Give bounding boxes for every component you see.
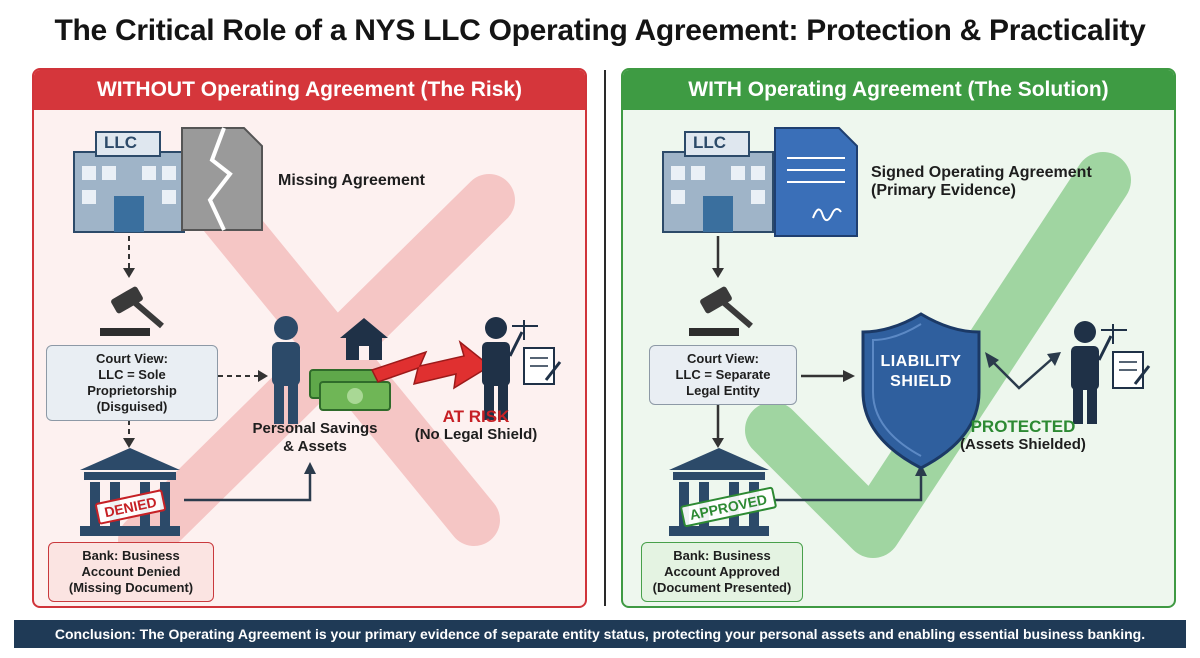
big-check-icon [745,152,1131,558]
panel-with-agreement: WITH Operating Agreement (The Solution) [621,68,1176,608]
risk-arrow-icon [370,339,492,390]
house-icon [340,318,388,360]
personal-assets-label: Personal Savings & Assets [252,420,378,455]
liability-shield-icon [861,312,981,470]
building-sign: LLC [693,133,727,152]
at-risk-label: AT RISK (No Legal Shield) [414,407,538,444]
panel-header-solution: WITH Operating Agreement (The Solution) [623,70,1174,110]
lawyer-icon [1071,321,1151,424]
signed-agreement-label: Signed Operating Agreement (Primary Evid… [871,164,1092,199]
shield-text: LIABILITY SHIELD [880,353,962,390]
conclusion-banner: Conclusion: The Operating Agreement is y… [14,620,1186,648]
gavel-icon [689,286,753,336]
panel-header-risk: WITHOUT Operating Agreement (The Risk) [34,70,585,110]
court-view-box: Court View: LLC = Sole Proprietorship (D… [46,345,218,421]
panel-divider [604,70,606,606]
building-sign: LLC [104,133,138,152]
bank-approved-box: Bank: Business Account Approved (Documen… [641,542,803,602]
protected-label: PROTECTED (Assets Shielded) [960,417,1086,454]
person-icon [272,316,300,424]
torn-document-icon [181,127,263,231]
money-icon [309,369,391,411]
panel-without-agreement: WITHOUT Operating Agreement (The Risk) [32,68,587,608]
bank-denied-box: Bank: Business Account Denied (Missing D… [48,542,214,602]
page-title: The Critical Role of a NYS LLC Operating… [54,14,1146,47]
missing-agreement-label: Missing Agreement [278,172,425,189]
building-icon [662,131,774,233]
court-view-box: Court View: LLC = Separate Legal Entity [649,345,797,405]
risk-diagram-art [73,127,562,566]
signed-document-icon [774,127,858,237]
lawyer-icon [482,317,562,420]
gavel-icon [100,286,164,336]
